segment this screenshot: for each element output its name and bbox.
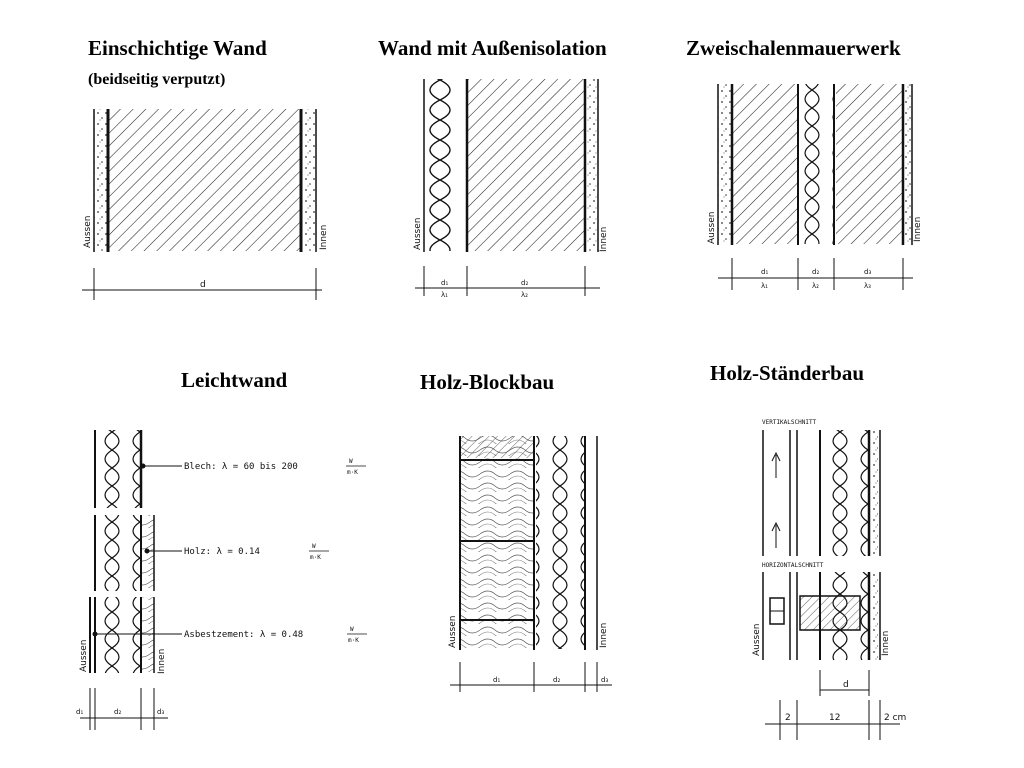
label-innen-5: Innen <box>599 623 609 648</box>
unit-den-3: m·K <box>348 637 359 644</box>
dim-label-d1-3: d₁ <box>761 268 768 276</box>
title-wand-mit-aussenisolation: Wand mit Außenisolation <box>378 36 607 60</box>
dim-label-l1-2: λ₁ <box>441 291 448 299</box>
dim-label-d2-4: d₂ <box>114 708 121 716</box>
title-einschichtige-wand: Einschichtige Wand <box>88 36 267 60</box>
unit-den-1: m·K <box>347 469 358 476</box>
dim-label-d: d <box>200 280 206 290</box>
unit-den-2: m·K <box>310 554 321 561</box>
title-holz-staenderbau: Holz-Ständerbau <box>710 361 865 385</box>
zweischalenmauerwerk-diagram: d₁ λ₁ d₂ λ₂ d₃ λ₃ Aussen Innen <box>707 84 923 290</box>
title-holz-blockbau: Holz-Blockbau <box>420 370 555 394</box>
leichtwand-asbest-label: Asbestzement: λ = 0.48 <box>184 630 303 640</box>
label-aussen-4: Aussen <box>79 640 89 672</box>
leichtwand-holz-label: Holz: λ = 0.14 <box>184 547 260 557</box>
dim-label-d1-5: d₁ <box>493 676 500 684</box>
leichtwand-diagram: Blech: λ = 60 bis 200 W m·K Holz: λ = 0.… <box>76 430 367 730</box>
dim-label-l2-3: λ₂ <box>812 282 819 290</box>
dim-label-d-6: d <box>843 680 849 690</box>
dim-label-d2-3: d₂ <box>812 268 819 276</box>
label-aussen-1: Aussen <box>83 216 93 248</box>
dim-label-d2-5: d₂ <box>553 676 560 684</box>
label-innen-3: Innen <box>913 217 923 242</box>
dim-label-d1-2: d₁ <box>441 279 448 287</box>
holz-staenderbau-diagram: VERTIKALSCHNITT HORIZONTALSCHNITT d <box>752 419 906 740</box>
einschichtige-wand-diagram: d Aussen Innen <box>82 109 329 300</box>
label-aussen-6: Aussen <box>752 624 762 656</box>
label-aussen-5: Aussen <box>448 616 458 648</box>
dim-label-d3-5: d₃ <box>601 676 608 684</box>
dim-label-d2-2: d₂ <box>521 279 528 287</box>
dim-label-l1-3: λ₁ <box>761 282 768 290</box>
leichtwand-blech-label: Blech: λ = 60 bis 200 <box>184 462 298 472</box>
title-zweischalenmauerwerk: Zweischalenmauerwerk <box>686 36 901 60</box>
dim-label-d1-4: d₁ <box>76 708 83 716</box>
dim-label-l2-2: λ₂ <box>521 291 528 299</box>
unit-num-3: W <box>350 626 354 633</box>
aussenisolation-diagram: d₁ λ₁ d₂ λ₂ Aussen Innen <box>413 79 609 299</box>
label-innen-2: Innen <box>599 227 609 252</box>
dim-label-12: 12 <box>829 713 840 723</box>
label-innen-4: Innen <box>157 649 167 674</box>
dim-label-d3-3: d₃ <box>864 268 871 276</box>
subtitle-beidseitig-verputzt: (beidseitig verputzt) <box>88 71 226 88</box>
label-innen-1: Innen <box>319 225 329 250</box>
title-leichtwand: Leichtwand <box>181 368 288 392</box>
dim-label-d3-4: d₃ <box>157 708 164 716</box>
unit-num-2: W <box>312 543 316 550</box>
label-vertikalschnitt: VERTIKALSCHNITT <box>762 419 817 426</box>
label-aussen-3: Aussen <box>707 212 717 244</box>
label-aussen-2: Aussen <box>413 218 423 250</box>
dim-label-2-cm: 2 cm <box>884 713 906 723</box>
label-innen-6: Innen <box>881 631 891 656</box>
dim-label-l3-3: λ₃ <box>864 282 871 290</box>
unit-num-1: W <box>349 458 353 465</box>
dim-label-2-left: 2 <box>785 713 791 723</box>
holz-blockbau-diagram: d₁ d₂ d₃ Aussen Innen <box>448 436 612 692</box>
label-horizontalschnitt: HORIZONTALSCHNITT <box>762 562 824 569</box>
